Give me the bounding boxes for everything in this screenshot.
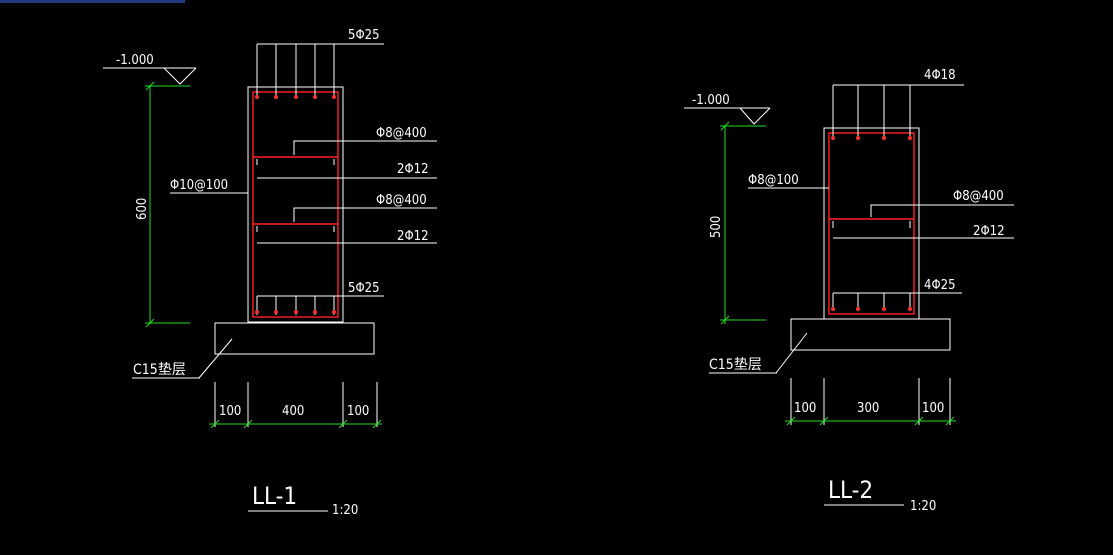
tie-label-1b: Φ8@400 [376, 193, 427, 208]
rebar-dot [882, 136, 886, 140]
top-bar [0, 0, 185, 3]
cushion-label-1: C15垫层 [133, 362, 186, 378]
side-label-1a: 2Φ12 [397, 162, 429, 177]
stirrup-label-2: Φ8@100 [748, 173, 799, 188]
dim-1-right: 100 [347, 404, 369, 419]
dim-2-right: 100 [922, 401, 944, 416]
section-scale-1: 1:20 [332, 503, 358, 518]
section-title-2: LL-2 [828, 476, 873, 504]
section-ll-2: -1.000 500 4Φ18 Φ8@100 Φ8@400 2Φ12 [684, 68, 1014, 514]
bottom-bars-label-1: 5Φ25 [348, 281, 380, 296]
side-label-1b: 2Φ12 [397, 229, 429, 244]
rebar-dot [255, 95, 259, 99]
bottom-bars-label-2: 4Φ25 [924, 278, 956, 293]
rebar-dot [831, 136, 835, 140]
dim-1-left: 100 [219, 404, 241, 419]
dim-2-mid: 300 [857, 401, 879, 416]
height-dim-2: 500 [709, 216, 724, 238]
tie-label-2: Φ8@400 [953, 189, 1004, 204]
rebar-dot [313, 95, 317, 99]
top-bars-1: 5Φ25 [256, 28, 384, 97]
bottom-bars-2: 4Φ25 [832, 278, 962, 311]
rebar-dot [332, 310, 336, 314]
top-bars-label-2: 4Φ18 [924, 68, 956, 83]
section-ll-1: -1.000 600 5Φ25 Φ8@400 2Φ12 [103, 28, 437, 518]
section-scale-2: 1:20 [910, 499, 936, 514]
elevation-label-2: -1.000 [692, 93, 730, 108]
side-label-2: 2Φ12 [973, 224, 1005, 239]
rebar-dot [882, 307, 886, 311]
section-title-1: LL-1 [252, 482, 297, 510]
elevation-label-1: -1.000 [116, 53, 154, 68]
rebar-dot [294, 310, 298, 314]
dim-2-left: 100 [794, 401, 816, 416]
rebar-dot [274, 310, 278, 314]
rebar-dot [332, 95, 336, 99]
cushion-label-2: C15垫层 [709, 357, 762, 373]
rebar-dot [831, 307, 835, 311]
rebar-dot [274, 95, 278, 99]
rebar-marks [255, 95, 912, 314]
height-dim-1: 600 [135, 198, 150, 220]
stirrup-label-1: Φ10@100 [170, 178, 228, 193]
top-bars-label-1: 5Φ25 [348, 28, 380, 43]
rebar-dot [908, 307, 912, 311]
rebar-dot [255, 310, 259, 314]
tie-label-1a: Φ8@400 [376, 126, 427, 141]
rebar-dot [908, 136, 912, 140]
rebar-dot [856, 307, 860, 311]
dim-1-mid: 400 [282, 404, 304, 419]
top-bars-2: 4Φ18 [832, 68, 964, 138]
rebar-dot [313, 310, 317, 314]
rebar-dot [294, 95, 298, 99]
bottom-bars-1: 5Φ25 [256, 281, 384, 315]
rebar-dot [856, 136, 860, 140]
